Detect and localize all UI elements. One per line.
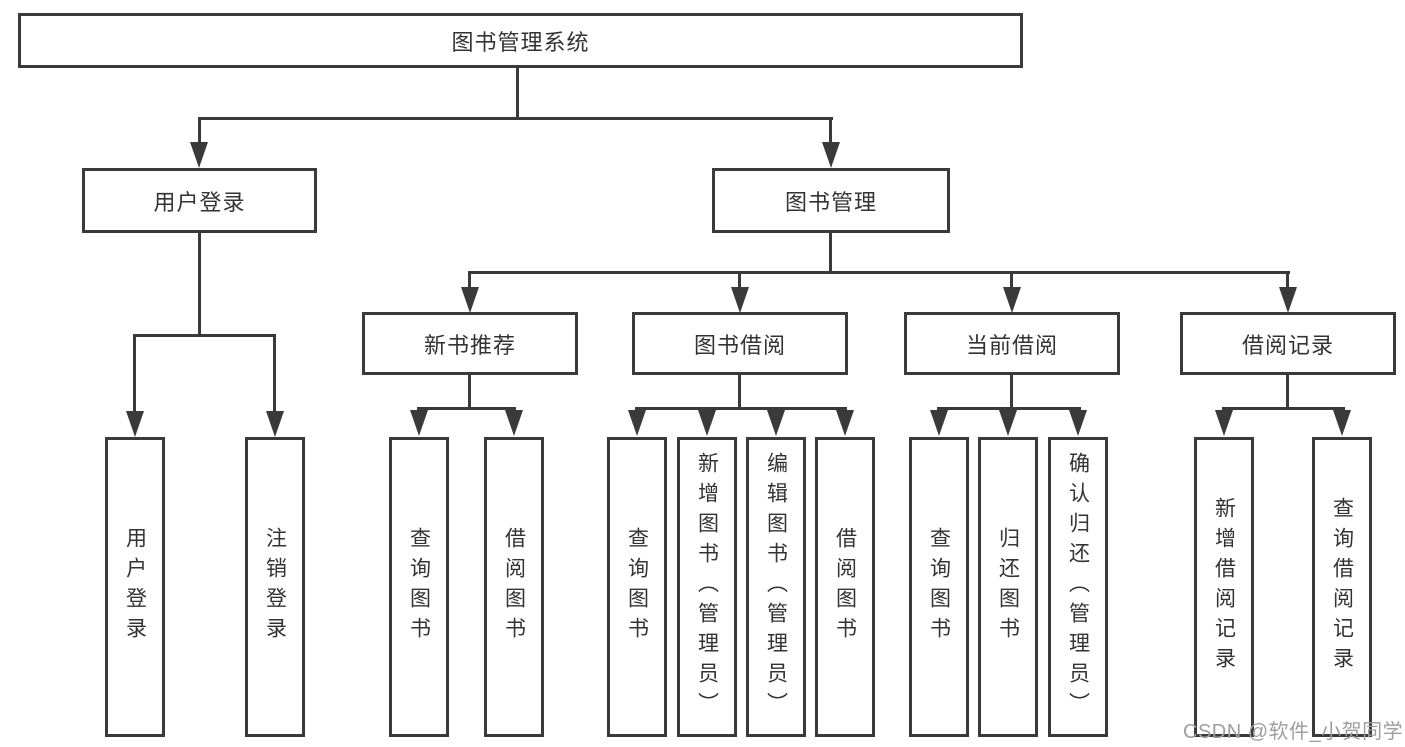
arrow-down-icon — [1069, 410, 1087, 436]
arrow-down-icon — [628, 410, 646, 436]
connector-drop-leaf-user-login — [133, 334, 136, 411]
connector-book-management-bar — [468, 271, 1290, 274]
arrow-down-icon — [266, 411, 284, 437]
connector-drop-book-management — [829, 117, 832, 143]
connector-drop-current-borrow — [1010, 271, 1013, 290]
leaf-query-borrow-record: 查询借阅记录 — [1312, 437, 1372, 737]
node-book-borrow-label: 图书借阅 — [693, 332, 786, 358]
arrow-down-icon — [1215, 410, 1233, 436]
leaf-add-borrow-record: 新增借阅记录 — [1194, 437, 1254, 737]
arrow-down-icon — [461, 287, 479, 313]
connector-root-bar — [198, 117, 833, 120]
connector-drop-user-login — [198, 117, 201, 143]
leaf-return-books-label: 归还图书 — [996, 527, 1020, 647]
connector-book-borrow-bar — [635, 407, 847, 410]
node-current-borrow-label: 当前借阅 — [965, 332, 1058, 358]
arrow-down-icon — [1279, 287, 1297, 313]
arrow-down-icon — [505, 410, 523, 436]
node-root-label: 图书管理系统 — [451, 29, 590, 55]
node-root: 图书管理系统 — [18, 13, 1023, 68]
arrow-down-icon — [930, 410, 948, 436]
leaf-confirm-return-admin: 确认归还（管理员） — [1048, 437, 1108, 737]
csdn-watermark: CSDN @软件_小贺同学 — [1183, 721, 1404, 743]
leaf-return-books: 归还图书 — [978, 437, 1038, 737]
node-new-book-recommend-label: 新书推荐 — [423, 332, 516, 358]
leaf-add-borrow-record-label: 新增借阅记录 — [1212, 497, 1236, 677]
leaf-borrow-books-recommend: 借阅图书 — [484, 437, 544, 737]
connector-borrow-records-bar — [1222, 407, 1345, 410]
arrow-down-icon — [698, 410, 716, 436]
leaf-borrow-books-label: 借阅图书 — [833, 527, 857, 647]
leaf-add-book-admin: 新增图书（管理员） — [677, 437, 737, 737]
arrow-down-icon — [1333, 410, 1351, 436]
node-user-login: 用户登录 — [82, 168, 317, 233]
leaf-borrow-books: 借阅图书 — [815, 437, 875, 737]
leaf-query-books-current: 查询图书 — [909, 437, 969, 737]
arrow-down-icon — [126, 411, 144, 437]
connector-new-book-stem — [468, 375, 471, 410]
connector-root-stem — [516, 68, 519, 120]
connector-borrow-records-stem — [1286, 375, 1289, 410]
arrow-down-icon — [190, 142, 208, 168]
node-book-management-label: 图书管理 — [784, 189, 877, 215]
arrow-down-icon — [836, 410, 854, 436]
connector-book-management-stem — [829, 233, 832, 274]
arrow-down-icon — [731, 287, 749, 313]
connector-drop-book-borrow — [738, 271, 741, 290]
connector-new-book-bar — [417, 407, 516, 410]
leaf-confirm-return-admin-label: 确认归还（管理员） — [1066, 452, 1090, 722]
connector-drop-borrow-records — [1286, 271, 1289, 290]
leaf-borrow-books-recommend-label: 借阅图书 — [502, 527, 526, 647]
connector-drop-leaf-logout — [273, 334, 276, 411]
node-borrow-records-label: 借阅记录 — [1241, 332, 1334, 358]
node-book-borrow: 图书借阅 — [632, 312, 848, 375]
node-borrow-records: 借阅记录 — [1180, 312, 1396, 375]
leaf-user-login: 用户登录 — [105, 437, 165, 737]
leaf-query-books-recommend-label: 查询图书 — [407, 527, 431, 647]
connector-current-borrow-stem — [1010, 375, 1013, 410]
node-new-book-recommend: 新书推荐 — [362, 312, 578, 375]
arrow-down-icon — [1003, 287, 1021, 313]
connector-book-borrow-stem — [738, 375, 741, 410]
leaf-query-books-current-label: 查询图书 — [927, 527, 951, 647]
leaf-query-books-borrow-label: 查询图书 — [625, 527, 649, 647]
node-current-borrow: 当前借阅 — [904, 312, 1120, 375]
node-book-management: 图书管理 — [712, 168, 950, 233]
connector-drop-new-book — [468, 271, 471, 290]
connector-current-borrow-bar — [937, 407, 1081, 410]
connector-user-login-stem — [198, 233, 201, 337]
arrow-down-icon — [999, 410, 1017, 436]
leaf-edit-book-admin: 编辑图书（管理员） — [746, 437, 806, 737]
leaf-add-book-admin-label: 新增图书（管理员） — [695, 452, 719, 722]
leaf-logout-label: 注销登录 — [263, 527, 287, 647]
leaf-query-books-borrow: 查询图书 — [607, 437, 667, 737]
arrow-down-icon — [410, 410, 428, 436]
connector-user-login-bar — [133, 334, 276, 337]
node-user-login-label: 用户登录 — [153, 189, 246, 215]
leaf-user-login-label: 用户登录 — [123, 527, 147, 647]
leaf-query-books-recommend: 查询图书 — [389, 437, 449, 737]
arrow-down-icon — [822, 142, 840, 168]
leaf-query-borrow-record-label: 查询借阅记录 — [1330, 497, 1354, 677]
leaf-logout: 注销登录 — [245, 437, 305, 737]
arrow-down-icon — [767, 410, 785, 436]
leaf-edit-book-admin-label: 编辑图书（管理员） — [764, 452, 788, 722]
